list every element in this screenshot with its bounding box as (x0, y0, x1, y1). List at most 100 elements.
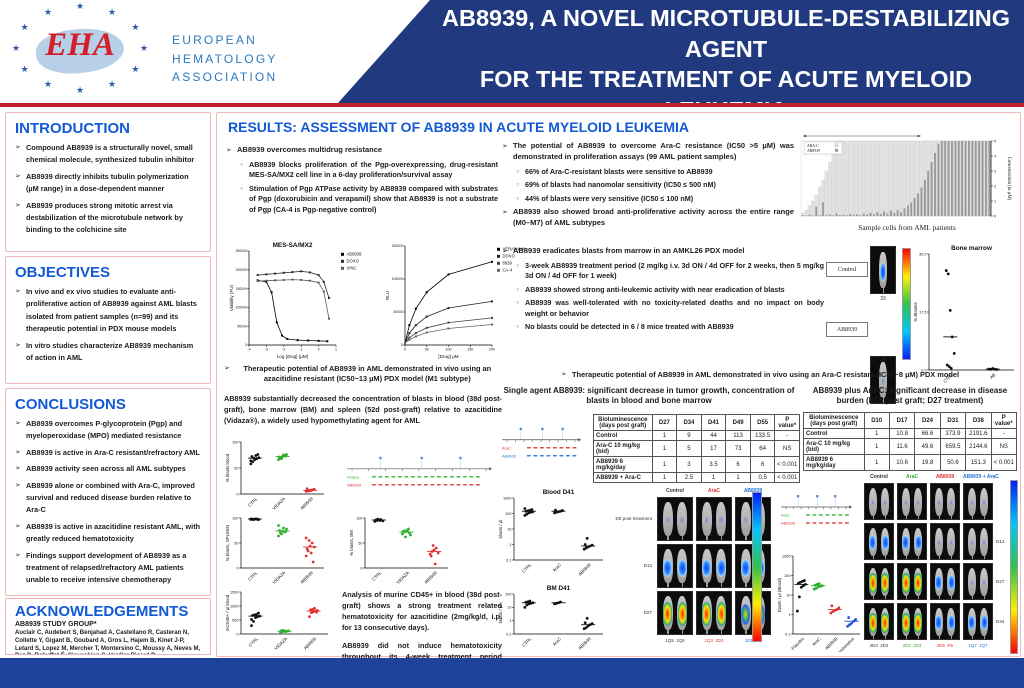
arrow-bullet-icon: ➢ (502, 143, 508, 150)
decorative-element (845, 140, 849, 217)
decorative-element (300, 270, 303, 273)
table-cell: 113 (725, 430, 751, 441)
acknowledgements-panel: ACKNOWLEDGEMENTS AB8939 STUDY GROUP* Auc… (5, 598, 211, 655)
decorative-element (250, 624, 253, 627)
decorative-element (814, 586, 818, 590)
decorative-element (886, 213, 889, 217)
arrow-bullet-icon: ➢ (15, 288, 21, 295)
circle-bullet-icon: ○ (516, 324, 520, 331)
table-cell: 151.3 (965, 454, 992, 471)
mouse-figure (701, 502, 712, 540)
decorative-element (944, 269, 948, 272)
decorative-element (414, 324, 417, 327)
mouse-figure (677, 502, 688, 540)
decorative-element: blasts / µl (498, 520, 503, 539)
decorative-element: 150000 (236, 287, 247, 291)
decorative-element (902, 140, 906, 217)
bullet-text: 3-week AB8939 treatment period (2 mg/kg … (525, 260, 824, 281)
decorative-element (305, 547, 309, 551)
decorative-element (850, 621, 854, 625)
decorative-element (277, 458, 280, 462)
star-icon: ★ (12, 43, 21, 53)
decorative-element: mCD45+ / µl blood (225, 594, 230, 631)
table-cell: 73 (725, 440, 751, 457)
decorative-element (523, 507, 527, 510)
table-cell: < 0.001 (990, 454, 1018, 471)
decorative-element (829, 611, 833, 615)
decorative-element (954, 140, 957, 217)
decorative-element (858, 140, 862, 217)
decorative-element (447, 273, 450, 276)
mouse-figure (879, 361, 887, 403)
decorative-element (491, 300, 493, 303)
decorative-element: CTRL (521, 636, 533, 648)
decorative-element (951, 140, 953, 217)
decorative-element (885, 140, 889, 217)
decorative-element: VIDAZA (271, 570, 286, 585)
star-icon: ★ (140, 43, 149, 53)
decorative-element (824, 170, 828, 217)
mouse-grid-col-label: AraC (708, 488, 720, 494)
mdr-section: ➢AB8939 overcomes multidrug resistance ○… (226, 145, 498, 218)
decorative-element (856, 214, 858, 217)
star-icon: ★ (20, 64, 29, 74)
decorative-element (848, 140, 852, 217)
decorative-element (583, 543, 587, 546)
bullet-text: 66% of Ara-C-resistant blasts were sensi… (525, 166, 713, 176)
decorative-element (971, 140, 974, 217)
control-mouse-panel (870, 246, 896, 294)
decorative-element (379, 456, 382, 460)
decorative-element: 0 (236, 632, 238, 636)
decorative-element (846, 624, 850, 628)
decorative-element (892, 140, 896, 217)
table-cell: Control (803, 428, 865, 439)
decorative-element (890, 210, 892, 217)
decorative-element (934, 152, 936, 217)
mouse-figure (913, 567, 923, 599)
decorative-element (305, 487, 309, 491)
decorative-element (837, 606, 841, 610)
decorative-element (257, 279, 328, 342)
decorative-element: 50000 (238, 324, 247, 328)
mouse-figure (662, 549, 673, 587)
decorative-element (404, 342, 406, 345)
decorative-element (828, 214, 831, 217)
decorative-element: 0.1 (785, 632, 790, 636)
mouse-figure (979, 607, 989, 639)
decorative-element: 0 (360, 566, 362, 570)
table-cell: < 0.001 (774, 456, 800, 473)
decorative-element (981, 140, 984, 217)
decorative-element (945, 363, 949, 367)
table-cell: 2191.6 (965, 428, 992, 439)
bullet-item: ○Stimulation of Pgp ATPase activity by A… (240, 184, 498, 215)
decorative-element (265, 280, 268, 283)
mouse-figure (662, 596, 673, 634)
decorative-element (459, 456, 462, 460)
decorative-element (255, 613, 258, 616)
decorative-element (906, 140, 910, 217)
bullet-text: Therapeutic potential of AB8939 in AML d… (571, 370, 960, 379)
mouse-figure (979, 487, 989, 519)
decorative-element: 1000 (782, 554, 790, 558)
bioluminescence-colorbar (902, 248, 911, 360)
mouse-grid-col-label: AB8939 + AraC (963, 474, 999, 480)
objectives-title: OBJECTIVES (15, 264, 111, 281)
decorative-element (280, 457, 283, 461)
mouse-figure (934, 527, 944, 559)
decorative-element (278, 529, 281, 532)
decorative-element: Combination (834, 636, 855, 652)
decorative-element: Placebo (790, 636, 805, 651)
decorative-element: 1500 (230, 590, 238, 594)
decorative-element (873, 214, 875, 217)
mouse-bioluminescence-panel (864, 563, 894, 600)
poster-header: ★★★★★★★★★★★★ EHA EUROPEAN HEMATOLOGY ASS… (0, 0, 1024, 103)
decorative-element (407, 527, 410, 531)
decorative-element (447, 321, 450, 324)
decorative-element: 0 (245, 343, 247, 347)
decorative-element (425, 331, 428, 334)
mouse-bioluminescence-panel (963, 563, 993, 600)
ab8939-mouse-id: 42 (880, 358, 886, 364)
bullet-text: In vitro studies characterize AB8939 mec… (26, 340, 194, 362)
mouse-figure (901, 607, 911, 639)
